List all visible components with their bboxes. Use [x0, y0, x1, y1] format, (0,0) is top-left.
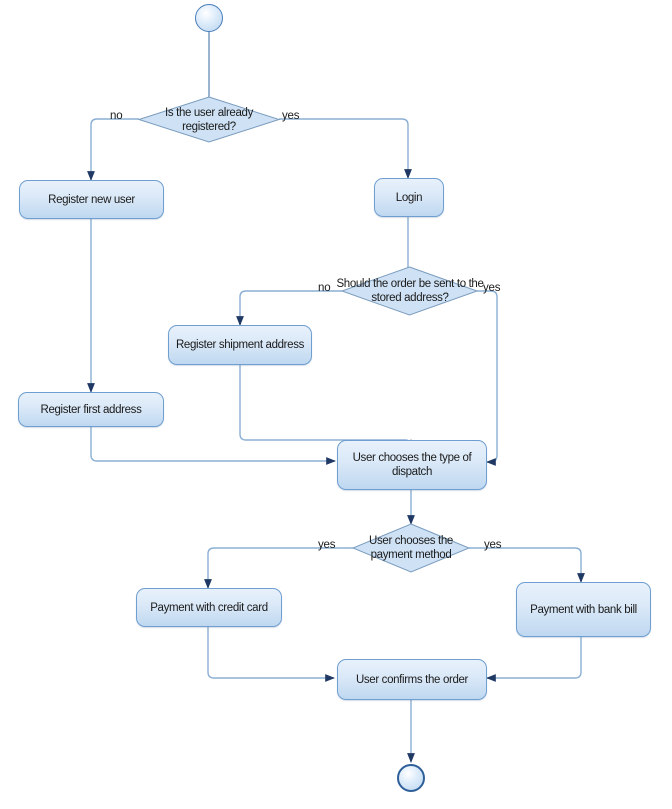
action-user-chooses-dispatch[interactable]: User chooses the type of dispatch — [337, 440, 487, 490]
action-payment-bank-bill[interactable]: Payment with bank bill — [516, 582, 651, 637]
action-payment-credit-card-label: Payment with credit card — [150, 601, 268, 614]
action-user-confirms-order[interactable]: User confirms the order — [337, 659, 487, 700]
action-login[interactable]: Login — [374, 178, 444, 217]
edge-label-payment-left-yes: yes — [318, 539, 336, 551]
decision-is-user-registered[interactable]: Is the user already registered? — [137, 96, 281, 143]
edge-payment-left-yes-to-credit-card — [204, 547, 353, 589]
action-login-label: Login — [395, 191, 423, 204]
edge-stored-address-no-to-register-shipment — [236, 290, 342, 326]
action-register-first-address[interactable]: Register first address — [18, 392, 164, 427]
edge-label-registered-yes: yes — [282, 110, 300, 122]
action-register-new-user[interactable]: Register new user — [19, 180, 164, 219]
decision-payment-method[interactable]: User chooses the payment method — [351, 523, 471, 573]
action-register-shipment-address-label: Register shipment address — [175, 339, 305, 351]
edge-register-shipment-to-dispatch — [239, 365, 415, 449]
action-user-confirms-order-label: User confirms the order — [355, 673, 469, 686]
start-node — [195, 4, 223, 32]
edge-stored-address-yes-to-dispatch — [477, 290, 498, 466]
edge-registered-yes-to-login — [279, 118, 412, 179]
end-node — [397, 764, 425, 792]
decision-stored-address[interactable]: Should the order be sent to the stored a… — [336, 266, 484, 316]
action-user-chooses-dispatch-label: User chooses the type of dispatch — [352, 452, 472, 478]
edge-credit-card-to-confirm-order — [207, 627, 335, 682]
action-register-shipment-address[interactable]: Register shipment address — [168, 325, 312, 365]
action-payment-credit-card[interactable]: Payment with credit card — [136, 588, 282, 627]
edge-bank-bill-to-confirm-order — [486, 637, 582, 682]
edge-label-payment-right-yes: yes — [484, 539, 502, 551]
edge-register-first-address-to-dispatch — [90, 427, 336, 465]
edge-payment-right-yes-to-bank-bill — [469, 547, 585, 583]
edge-label-registered-no: no — [110, 110, 123, 122]
edge-label-stored-address-no: no — [318, 282, 331, 294]
action-register-new-user-label: Register new user — [48, 193, 135, 206]
edge-label-stored-address-yes: yes — [483, 282, 501, 294]
action-payment-bank-bill-label: Payment with bank bill — [530, 603, 637, 616]
action-register-first-address-label: Register first address — [40, 403, 142, 416]
edge-registered-no-to-register-new-user — [87, 118, 139, 181]
